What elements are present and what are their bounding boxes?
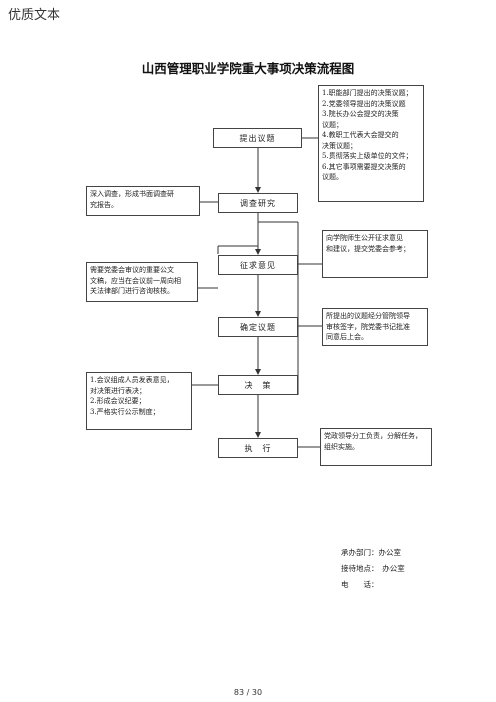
footer-place: 接待地点： 办公室	[341, 564, 405, 573]
note-line: 所提出的议题经分管院领导	[326, 312, 410, 320]
note-line: 1.职能部门提出的决策议题；	[322, 89, 413, 97]
contact-info: 承办部门：办公室 接待地点： 办公室 电 话：	[341, 545, 405, 593]
footer-dept: 承办部门：办公室	[341, 548, 401, 557]
note-line: 议题；	[322, 120, 343, 129]
note-line: 关法律部门进行咨询核核。	[90, 287, 174, 295]
note-opinion: 向学院师生公开征求意见 和建议，提交党委会参考；	[322, 230, 428, 278]
step-execute: 执 行	[218, 438, 298, 458]
step-propose: 提出议题	[213, 128, 302, 148]
note-line: 向学院师生公开征求意见	[326, 234, 403, 242]
note-line: 6.其它事项需要提交决策的	[322, 162, 406, 171]
note-line: 决策议题；	[322, 141, 357, 150]
step-research: 调查研究	[218, 193, 298, 213]
note-line: 组织实施。	[324, 442, 359, 451]
note-line: 2.党委领导提出的决策议题	[322, 99, 406, 108]
note-line: 党政领导分工负责，分解任务，	[324, 432, 422, 440]
note-line: 1.会议组成人员发表意见，	[90, 376, 174, 384]
note-line: 究报告。	[90, 200, 118, 209]
note-line: 审核签字，院党委书记批准	[326, 322, 410, 331]
note-decide: 1.会议组成人员发表意见， 对决策进行表决； 2.形成会议纪要； 3.严格实行公…	[86, 372, 192, 430]
note-line: 同意后上会。	[326, 333, 368, 341]
page-number: 83 / 30	[233, 688, 263, 697]
note-execute: 党政领导分工负责，分解任务， 组织实施。	[320, 428, 432, 466]
note-line: 深入调查，形成书面调查研	[90, 190, 174, 198]
step-decide: 决 策	[218, 375, 298, 395]
note-line: 文稿，应当在会议前一周向相	[90, 276, 181, 285]
footer-phone: 电 话：	[341, 580, 379, 589]
step-opinion: 征求意见	[218, 255, 298, 275]
note-line: 2.形成会议纪要；	[90, 397, 146, 405]
note-line: 和建议，提交党委会参考；	[326, 244, 410, 253]
note-confirm: 所提出的议题经分管院领导 审核签字，院党委书记批准 同意后上会。	[322, 308, 428, 346]
note-research: 深入调查，形成书面调查研 究报告。	[86, 186, 200, 216]
note-line: 4.教职工代表大会提交的	[322, 131, 399, 139]
step-confirm: 确定议题	[218, 317, 298, 337]
note-line: 议题。	[322, 173, 343, 181]
note-line: 3.严格实行公示制度；	[90, 407, 160, 416]
note-legal: 需要党委会审议的重要公文 文稿，应当在会议前一周向相 关法律部门进行咨询核核。	[86, 262, 198, 302]
note-line: 需要党委会审议的重要公文	[90, 266, 174, 274]
page-title: 山西管理职业学院重大事项决策流程图	[141, 61, 355, 76]
note-line: 对决策进行表决；	[90, 386, 146, 395]
note-line: 5.贯彻落实上级单位的文件；	[322, 152, 413, 160]
header-text: 优质文本	[8, 8, 61, 23]
note-sources: 1.职能部门提出的决策议题； 2.党委领导提出的决策议题 3.院长办公会提交的决…	[318, 85, 424, 202]
note-line: 3.院长办公会提交的决策	[322, 110, 399, 118]
